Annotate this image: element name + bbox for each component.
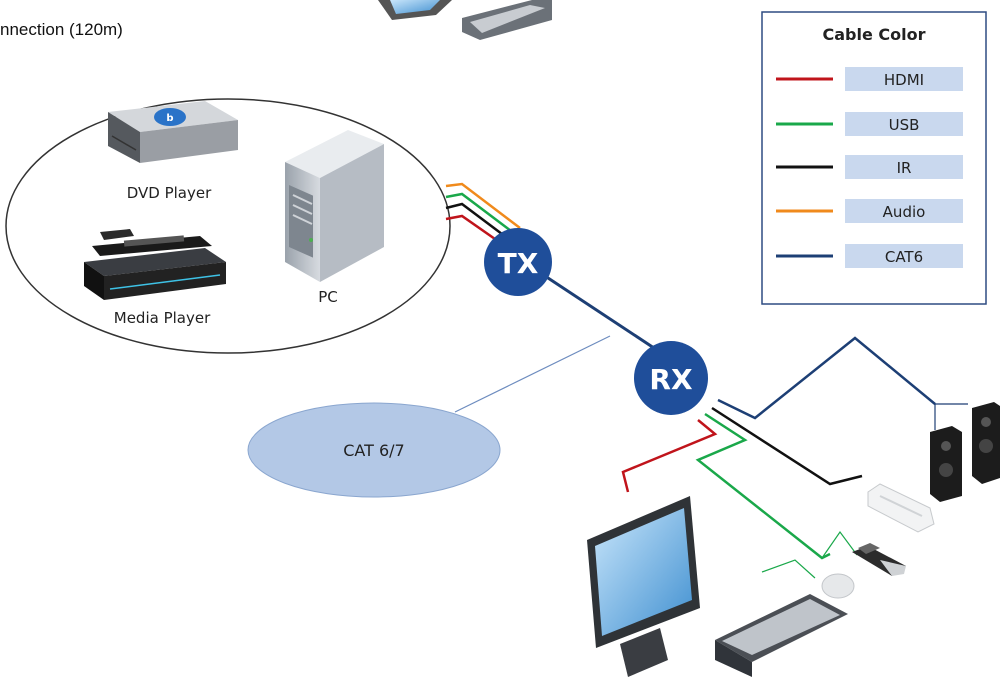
cable-callout-line (454, 335, 611, 413)
tx-label: TX (498, 247, 539, 280)
cable-type-bubble: CAT 6/7 (247, 402, 501, 498)
speakers-icon (930, 402, 1000, 502)
mouse-icon (821, 573, 855, 599)
cat6-cable (544, 274, 661, 354)
cable-type-label: CAT 6/7 (343, 441, 404, 460)
svg-text:b: b (166, 113, 173, 124)
legend-audio-label: Audio (883, 203, 926, 221)
output-cables (621, 336, 968, 579)
dvd-player-label: DVD Player (127, 184, 212, 202)
monitor-icon (587, 496, 700, 677)
legend-hdmi-chip (845, 67, 963, 91)
pc-label: PC (318, 288, 338, 306)
source-group-outline (5, 98, 451, 354)
blu-ray-player-icon: b (108, 101, 238, 163)
cable-color-legend: Cable Color HDMI USB IR Audio CAT6 (761, 11, 987, 305)
diagram-title: nnection (120m) (0, 20, 123, 39)
ir-receiver-icon (867, 483, 935, 533)
top-keyboard-icon (462, 0, 552, 40)
legend-cat6-chip (845, 244, 963, 268)
legend-title: Cable Color (823, 25, 926, 44)
keyboard-icon (715, 594, 848, 677)
legend-ir-chip (845, 155, 963, 179)
legend-usb-chip (845, 112, 963, 136)
source-cables (445, 182, 521, 248)
pc-tower-icon (285, 130, 384, 282)
tx-node: TX (484, 228, 552, 296)
legend-ir-label: IR (897, 159, 912, 177)
media-player-icon (84, 229, 226, 300)
rx-node: RX (634, 341, 708, 415)
legend-hdmi-label: HDMI (884, 71, 924, 89)
top-monitor-icon (378, 0, 452, 20)
legend-audio-chip (845, 199, 963, 223)
media-player-label: Media Player (114, 309, 211, 327)
usb-stick-icon (852, 543, 906, 576)
legend-usb-label: USB (889, 116, 920, 134)
legend-cat6-label: CAT6 (885, 248, 923, 266)
rx-label: RX (649, 363, 693, 396)
